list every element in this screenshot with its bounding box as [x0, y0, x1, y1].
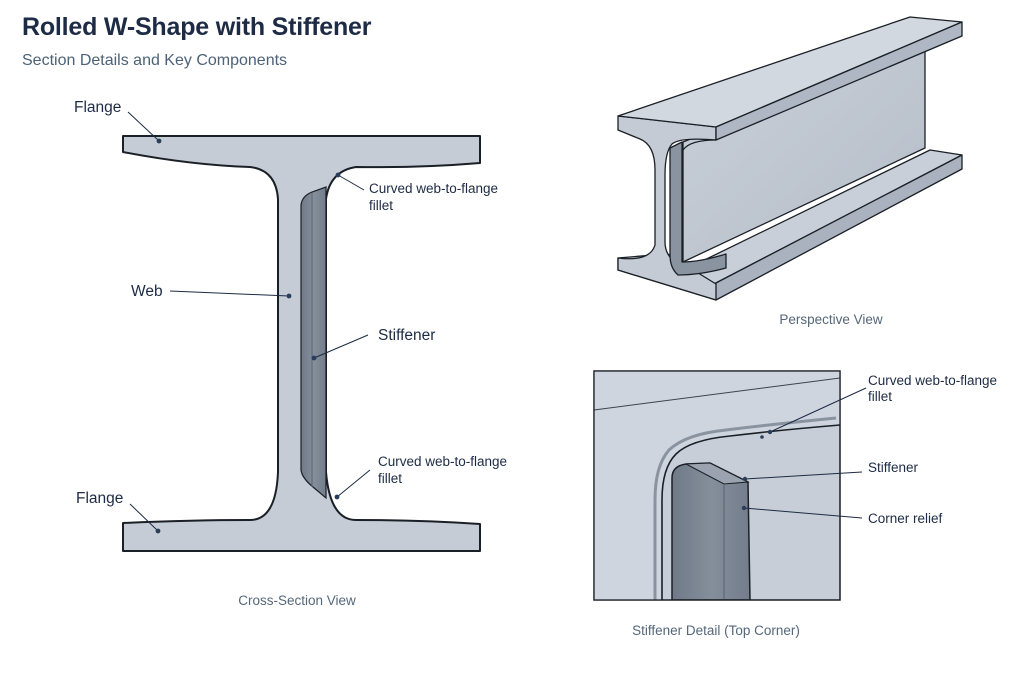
caption-cross-section: Cross-Section View [238, 593, 356, 608]
detail-stiffener [671, 462, 751, 600]
label-flange-top: Flange [74, 99, 121, 116]
leader-web [169, 290, 290, 297]
detail-stiffener-top [684, 462, 750, 485]
leader-flange-top [127, 111, 159, 141]
leader-dot-detail-fillet [767, 429, 773, 435]
page-subtitle: Section Details and Key Components [22, 52, 288, 69]
detail-flange-line [594, 377, 840, 411]
label-web: Web [131, 283, 163, 300]
label-detail-stiffener: Stiffener [868, 460, 919, 475]
stiffener-shape [300, 186, 327, 500]
leader-dot-fillet-bottom [334, 494, 340, 500]
detail-fillet-curve [661, 424, 840, 600]
leader-fillet-bottom [336, 469, 371, 498]
detail-view: Curved web-to-flange fillet Stiffener Co… [593, 370, 997, 638]
cross-section-view: Flange Web Stiffener Curved web-to-flang… [74, 99, 507, 608]
caption-perspective: Perspective View [779, 312, 883, 327]
beam-stiffener [669, 141, 727, 276]
leader-flange-bottom [129, 503, 159, 532]
leader-dot-fillet-top [335, 172, 341, 178]
leader-detail-relief [743, 507, 863, 519]
label-fillet-top-line1: Curved web-to-flange [369, 181, 498, 196]
label-fillet-bottom-line2: fillet [378, 471, 402, 486]
leader-dot-detail-stiffener [742, 476, 748, 482]
detail-fillet-inner [653, 416, 837, 600]
leader-detail-stiffener [744, 471, 863, 480]
leader-dot-detail-relief [741, 505, 747, 511]
label-detail-fillet-line2: fillet [868, 389, 892, 404]
caption-detail: Stiffener Detail (Top Corner) [632, 623, 800, 638]
leader-dot-flange-top [156, 138, 162, 144]
leader-dot-detail-fillet-2 [760, 435, 764, 439]
leader-dot-stiffener [311, 355, 317, 361]
label-flange-bottom: Flange [76, 490, 123, 507]
beam-fillet-line [682, 139, 717, 151]
leader-dot-web [286, 293, 292, 299]
page-title: Rolled W-Shape with Stiffener [22, 13, 372, 41]
label-detail-fillet-line1: Curved web-to-flange [868, 373, 997, 388]
label-stiffener: Stiffener [378, 327, 435, 344]
label-detail-corner-relief: Corner relief [868, 511, 943, 526]
perspective-view: Perspective View [617, 16, 963, 327]
leader-detail-fillet [769, 387, 867, 433]
leader-dot-flange-bottom [155, 528, 161, 534]
label-fillet-bottom-line1: Curved web-to-flange [378, 454, 507, 469]
leader-fillet-top [337, 174, 365, 191]
leader-stiffener [313, 334, 369, 359]
beam-top-flange-edge [715, 21, 963, 141]
label-fillet-top-line2: fillet [369, 198, 393, 213]
